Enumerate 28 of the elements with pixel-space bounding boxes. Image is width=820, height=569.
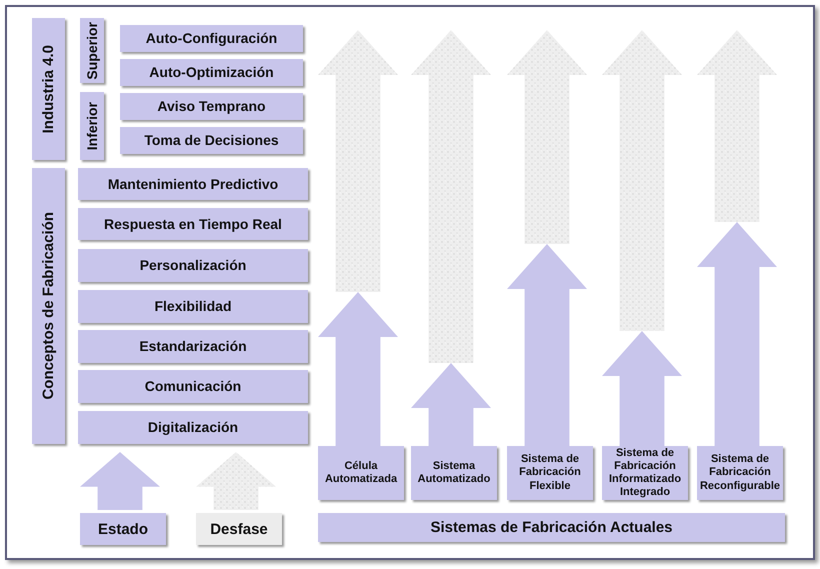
- concept-box: Comunicación: [78, 370, 308, 403]
- concept-box: Personalización: [78, 249, 308, 282]
- block-arrow: [411, 363, 491, 446]
- category-band: Inferior: [80, 92, 104, 160]
- category-band: Conceptos de Fabricación: [32, 168, 65, 444]
- concept-box: Respuesta en Tiempo Real: [78, 208, 308, 240]
- concept-box: Sistemas de Fabricación Actuales: [318, 513, 785, 542]
- category-band: Superior: [80, 18, 104, 83]
- concept-box: Célula Automatizada: [318, 446, 404, 500]
- legend-label: Estado: [80, 513, 166, 545]
- block-arrow: [507, 244, 587, 446]
- concept-box: Flexibilidad: [78, 290, 308, 323]
- concept-box: Auto-Configuración: [120, 25, 303, 52]
- concept-box: Mantenimiento Predictivo: [78, 168, 308, 200]
- concept-box: Sistema de Fabricación Flexible: [507, 446, 593, 500]
- legend-label: Desfase: [196, 513, 282, 545]
- block-arrow: [602, 331, 682, 446]
- concept-box: Toma de Decisiones: [120, 127, 303, 154]
- concept-box: Sistema de Fabricación Reconfigurable: [697, 446, 783, 500]
- concept-box: Sistema de Fabricación Informatizado Integrado: [602, 446, 688, 500]
- block-arrow: [697, 222, 777, 446]
- concept-box: Estandarización: [78, 330, 308, 363]
- concept-box: Aviso Temprano: [120, 93, 303, 120]
- concept-box: Auto-Optimización: [120, 59, 303, 86]
- concept-box: Digitalización: [78, 411, 308, 444]
- block-arrow: [318, 292, 398, 446]
- category-band: Industria 4.0: [32, 18, 65, 160]
- concept-box: Sistema Automatizado: [411, 446, 497, 500]
